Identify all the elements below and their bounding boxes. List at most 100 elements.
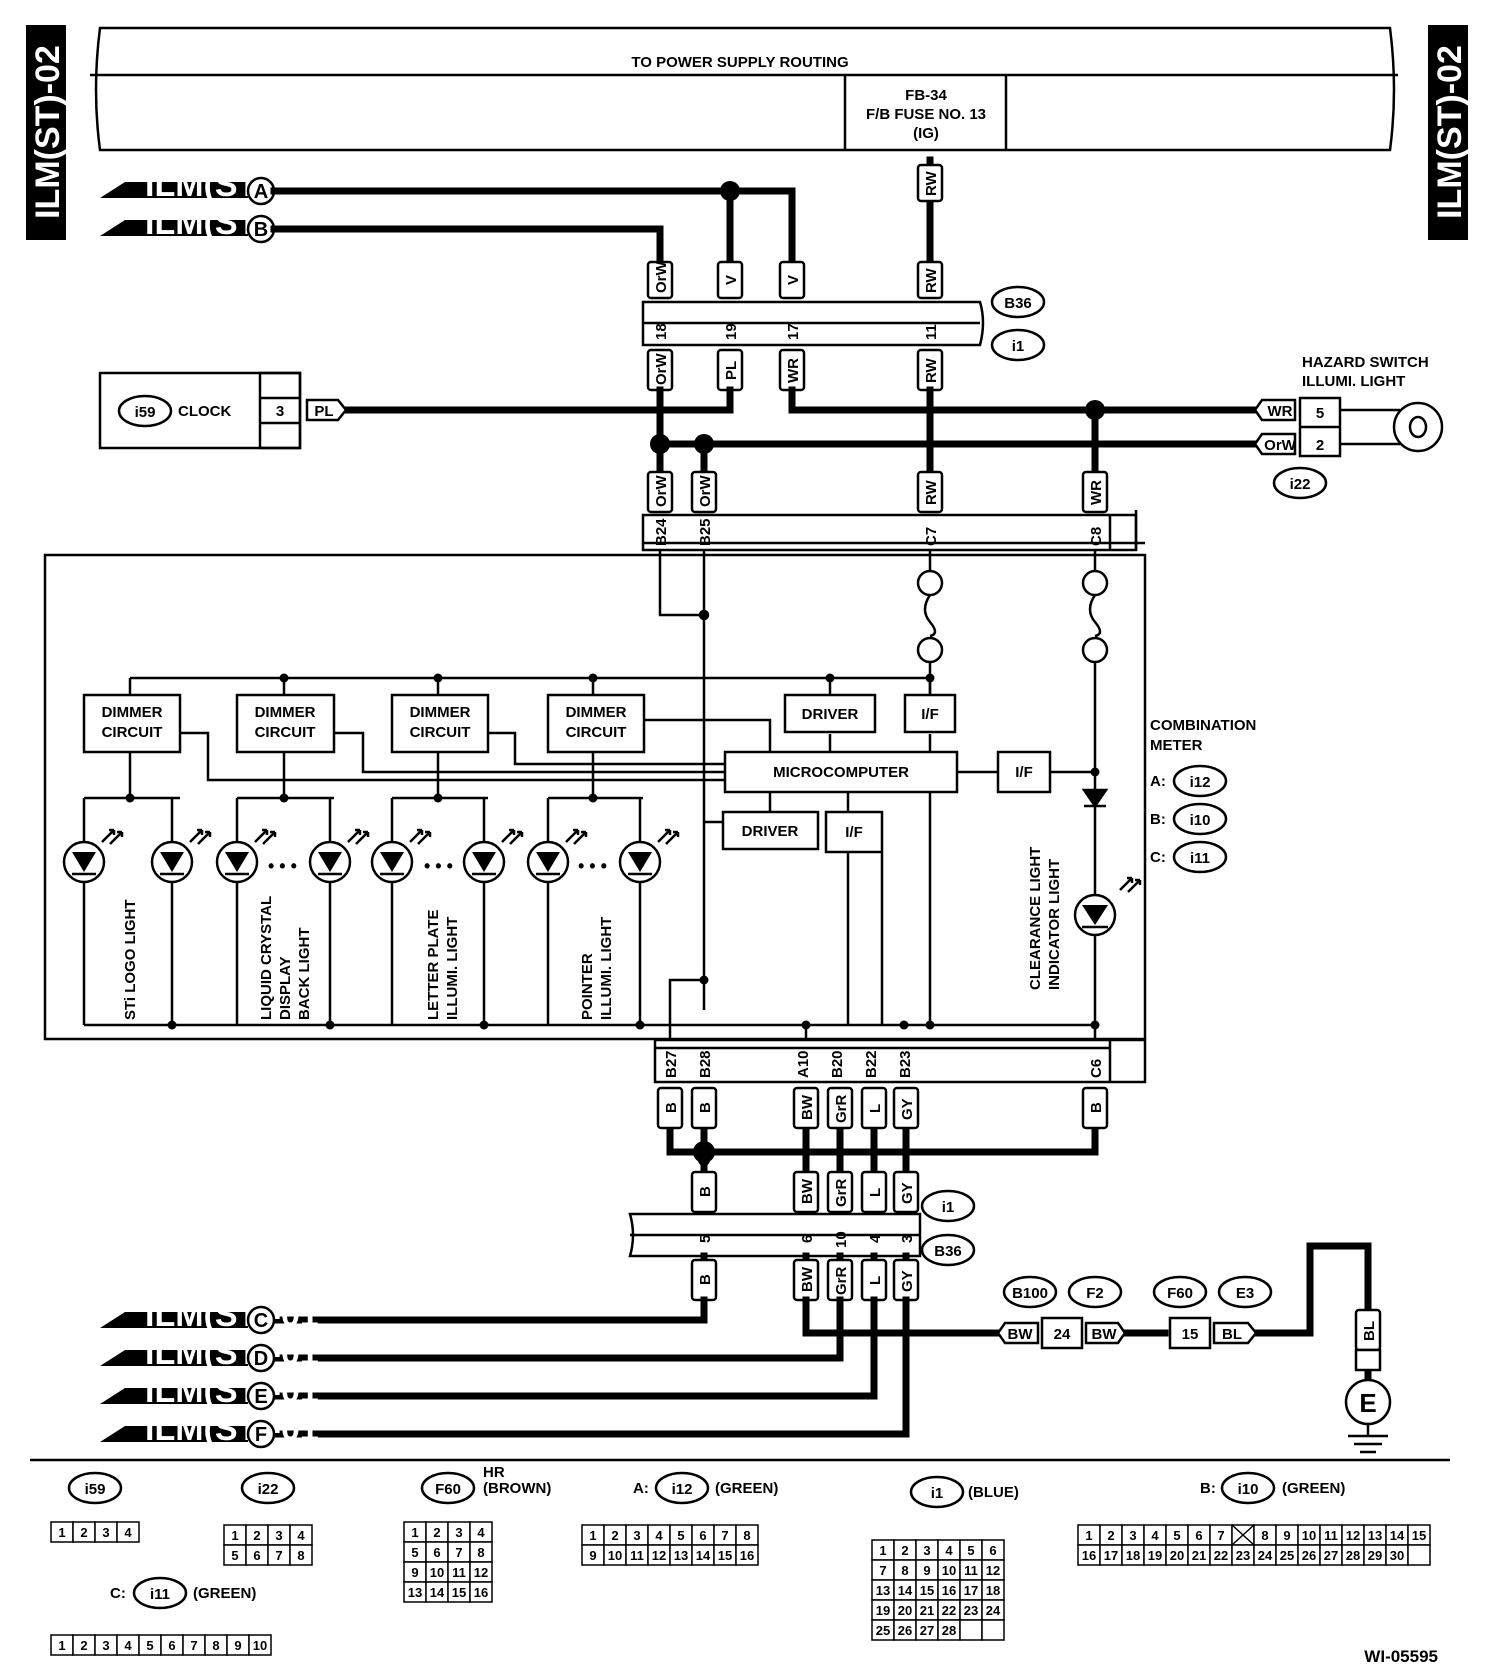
svg-text:17: 17 [1104,1548,1118,1563]
svg-text:13: 13 [674,1548,688,1563]
svg-text:4: 4 [124,1638,132,1653]
svg-text:6: 6 [1195,1528,1202,1543]
svg-text:B25: B25 [697,518,714,546]
fuse-line3: (IG) [913,125,939,142]
meter-connector-bottom: B27 B28 A10 B20 B22 B23 C6 [653,1038,1147,1084]
svg-text:(GREEN): (GREEN) [1282,1480,1345,1497]
diagram-code: WI-05595 [1364,1647,1438,1666]
legend: i59 i22 F60 HR (BROWN) A: i12 (GREEN) i1… [50,1464,1438,1666]
svg-text:1: 1 [1085,1528,1092,1543]
svg-text:28: 28 [942,1623,956,1638]
svg-text:18: 18 [986,1583,1000,1598]
svg-text:E: E [254,1386,267,1408]
svg-text:OrW: OrW [697,474,714,507]
svg-text:23: 23 [1236,1548,1250,1563]
svg-text:OrW: OrW [653,474,670,507]
svg-text:7: 7 [1217,1528,1224,1543]
svg-text:C8: C8 [1088,527,1105,546]
svg-text:WR: WR [1088,480,1105,505]
led-icon [215,828,277,884]
svg-text:A: A [254,181,268,203]
svg-text:I/F: I/F [1015,764,1033,781]
svg-text:10: 10 [253,1638,267,1653]
svg-text:DRIVER: DRIVER [742,823,799,840]
svg-text:8: 8 [1261,1528,1268,1543]
svg-text:i11: i11 [1190,850,1210,867]
side-tab-left [26,25,66,240]
svg-text:27: 27 [920,1623,934,1638]
ref-arrow-e[interactable]: ILM(ST)-01 E [100,1372,319,1411]
svg-text:F60: F60 [1167,1285,1193,1302]
svg-text:2: 2 [611,1528,618,1543]
svg-text:F: F [255,1424,267,1446]
svg-text:5: 5 [1173,1528,1180,1543]
ground-symbol: BL E [1344,1308,1392,1454]
svg-text:15: 15 [452,1585,466,1600]
pointer-label-2: ILLUMI. LIGHT [598,917,615,1020]
svg-text:OrW: OrW [1264,437,1297,454]
svg-text:CIRCUIT: CIRCUIT [102,724,163,741]
svg-text:B27: B27 [663,1050,680,1078]
svg-text:B20: B20 [829,1050,846,1078]
ref-arrow-d[interactable]: ILM(ST)-01 D [100,1334,319,1373]
svg-text:WR: WR [785,358,802,383]
svg-text:1: 1 [879,1543,886,1558]
svg-text:L: L [867,1104,884,1113]
lcd-label-1: LIQUID CRYSTAL [258,896,275,1020]
svg-text:10: 10 [608,1548,622,1563]
ref-arrow-f[interactable]: ILM(ST)-01 F [100,1410,319,1449]
svg-text:i1: i1 [942,1199,955,1216]
svg-text:i12: i12 [1190,774,1211,791]
svg-text:20: 20 [1170,1548,1184,1563]
if-top: I/F [903,693,957,734]
svg-text:ILLUMI. LIGHT: ILLUMI. LIGHT [1302,373,1405,390]
svg-text:22: 22 [942,1603,956,1618]
svg-text:9: 9 [411,1565,418,1580]
svg-text:i22: i22 [1290,476,1311,493]
svg-text:3: 3 [102,1638,109,1653]
svg-text:3: 3 [923,1543,930,1558]
svg-text:16: 16 [942,1583,956,1598]
svg-text:9: 9 [1283,1528,1290,1543]
svg-text:(BROWN): (BROWN) [483,1480,551,1497]
side-tab-right-label: ILM(ST)-02 [1431,45,1469,219]
svg-text:(GREEN): (GREEN) [715,1480,778,1497]
fuse-line1: FB-34 [905,87,947,104]
svg-text:10: 10 [833,1231,850,1248]
ref-arrow-c[interactable]: ILM(ST)-01 C [100,1296,319,1335]
svg-text:BW: BW [1008,1326,1034,1343]
led-icon [308,828,370,884]
svg-text:24: 24 [1054,1326,1071,1343]
svg-text:RW: RW [923,357,940,383]
svg-text:4: 4 [945,1543,953,1558]
svg-text:8: 8 [901,1563,908,1578]
svg-text:COMBINATION: COMBINATION [1150,717,1256,734]
ref-arrow-b[interactable]: ILM(ST)-01 B [100,204,319,244]
ellipsis-3: • • • [578,856,607,876]
svg-text:21: 21 [1192,1548,1206,1563]
svg-text:(BLUE): (BLUE) [968,1484,1019,1501]
svg-text:B:: B: [1150,811,1166,828]
svg-text:8: 8 [477,1545,484,1560]
svg-text:5: 5 [146,1638,153,1653]
svg-text:RW: RW [923,170,940,196]
svg-text:26: 26 [1302,1548,1316,1563]
svg-text:4: 4 [477,1525,485,1540]
svg-text:6: 6 [989,1543,996,1558]
svg-text:5: 5 [231,1548,238,1563]
svg-text:7: 7 [879,1563,886,1578]
ellipsis-2: • • • [424,856,453,876]
svg-text:11: 11 [964,1563,978,1578]
connector-b36-bottom: 5 6 10 4 3 i1 B36 [628,1189,976,1267]
svg-text:16: 16 [474,1585,488,1600]
svg-text:BW: BW [1092,1326,1118,1343]
ref-arrow-a[interactable]: ILM(ST)-01 A [100,166,319,206]
svg-text:4: 4 [1151,1528,1159,1543]
svg-text:3: 3 [899,1235,916,1243]
svg-text:RW: RW [923,267,940,293]
svg-text:12: 12 [652,1548,666,1563]
